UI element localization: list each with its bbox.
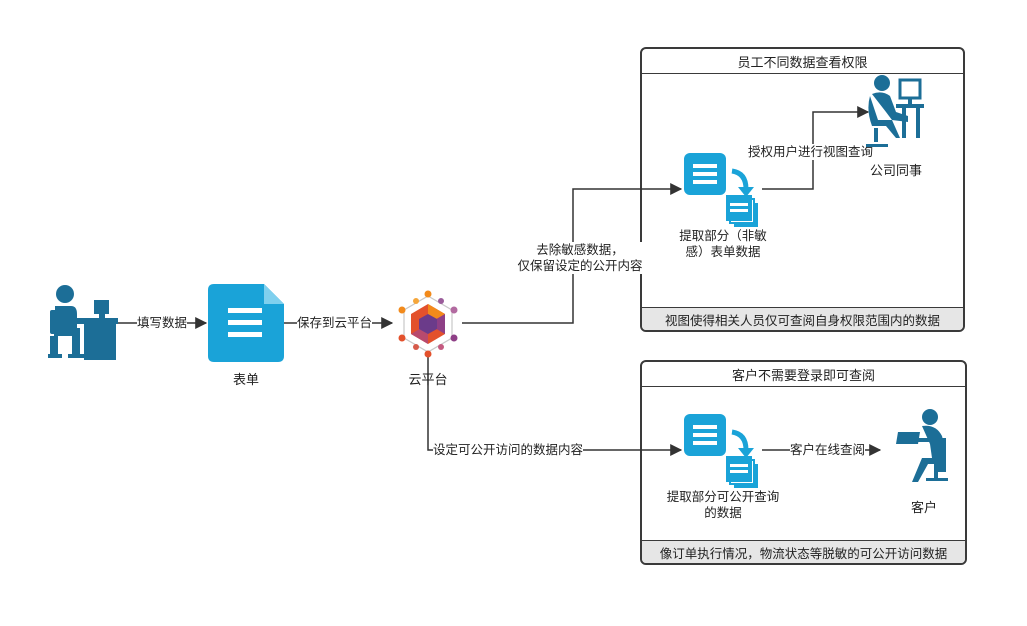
person-at-desk-icon	[48, 285, 118, 360]
extract-partial-label: 提取部分（非敏感）表单数据	[679, 228, 767, 259]
label-set-public: 设定可公开访问的数据内容	[433, 442, 584, 458]
label-fill-data: 填写数据	[137, 315, 188, 331]
customer-with-laptop-icon	[896, 409, 948, 482]
cloud-platform-label: 云平台	[408, 373, 448, 388]
colleague-label: 公司同事	[869, 164, 922, 179]
label-remove-sensitive: 去除敏感数据， 仅保留设定的公开内容	[505, 242, 655, 274]
customer-label: 客户	[910, 501, 937, 516]
employee-panel-title: 员工不同数据查看权限	[642, 49, 963, 74]
employee-panel-footer: 视图使得相关人员仅可查阅自身权限范围内的数据	[642, 307, 963, 330]
label-save-cloud: 保存到云平台	[297, 315, 373, 331]
form-document-icon	[208, 284, 284, 362]
extract-data-icon	[684, 153, 758, 227]
colleague-at-computer-icon	[866, 75, 924, 147]
label-authorize-view: 授权用户进行视图查询	[748, 144, 874, 160]
cloud-platform-icon	[398, 290, 458, 358]
label-remove-sensitive-line2: 仅保留设定的公开内容	[517, 258, 643, 273]
extract-public-label: 提取部分可公开查询的数据	[666, 489, 780, 520]
label-remove-sensitive-line1: 去除敏感数据，	[536, 242, 624, 257]
label-customer-online: 客户在线查阅	[790, 442, 866, 458]
customer-panel-footer: 像订单执行情况，物流状态等脱敏的可公开访问数据	[642, 540, 965, 563]
edge-set-public	[427, 352, 683, 456]
customer-panel-title: 客户不需要登录即可查阅	[642, 362, 965, 387]
form-label: 表单	[232, 373, 259, 388]
customer-access-panel: 客户不需要登录即可查阅 像订单执行情况，物流状态等脱敏的可公开访问数据	[640, 360, 967, 565]
extract-public-data-icon	[684, 414, 758, 488]
